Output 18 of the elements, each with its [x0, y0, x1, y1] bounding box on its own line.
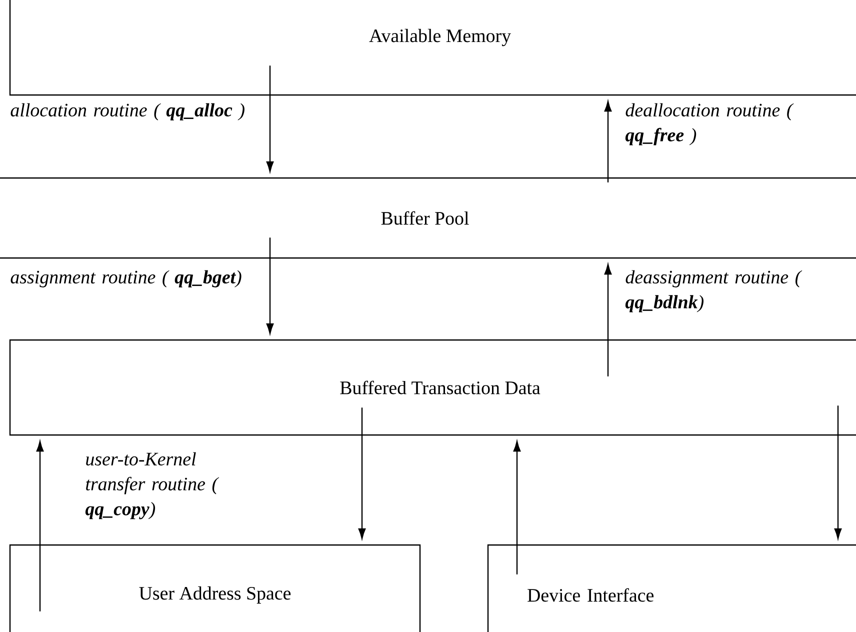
arrow [36, 440, 44, 612]
edge-label: deallocation routine ( qq_free ) [625, 103, 794, 146]
memory-band: Available Memory [9, 0, 856, 96]
buffer-pool-band: Buffer Pool [0, 177, 856, 259]
arrow [604, 100, 612, 182]
edge-label: allocation routine ( qq_alloc ) [10, 103, 244, 120]
transaction-data-band: Buffered Transaction Data [9, 339, 856, 436]
user-space-box: User Address Space [9, 544, 421, 632]
arrow [358, 408, 366, 539]
edge-label: user-to-Kernel transfer routine ( qq_copy) [85, 452, 219, 520]
arrow [604, 264, 612, 376]
arrow [266, 238, 274, 334]
arrow [834, 406, 842, 539]
edge-label: deassignment routine ( qq_bdlnk) [625, 270, 802, 312]
arrow [513, 440, 521, 574]
edge-label: assignment routine ( qq_bget) [10, 270, 242, 288]
device-interface-box: Device Interface [487, 544, 856, 632]
arrow [266, 66, 274, 172]
